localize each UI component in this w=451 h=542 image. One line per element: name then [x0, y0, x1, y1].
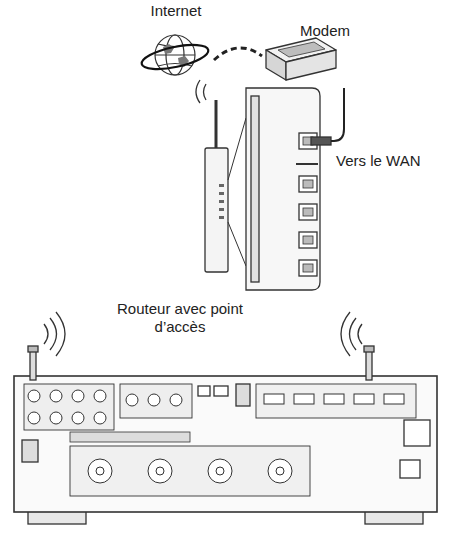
jack-row [28, 390, 404, 483]
receiver-rear [14, 312, 437, 524]
device-node: Internet [140, 2, 214, 86]
device-label: Routeur avec point d’accès [105, 300, 255, 336]
device-label: Modem [300, 22, 352, 40]
network-cable [331, 88, 344, 141]
network-cable [214, 48, 262, 60]
globe-icon [140, 35, 211, 75]
router-icon [196, 80, 246, 272]
device-node: Routeur avec point d’accès [95, 92, 331, 344]
device-label: Internet [140, 2, 212, 20]
router-rear-panel [246, 88, 331, 290]
modem-icon [266, 38, 336, 80]
device-node: Modem [262, 22, 354, 88]
port-callout: Vers le WAN [336, 152, 420, 170]
